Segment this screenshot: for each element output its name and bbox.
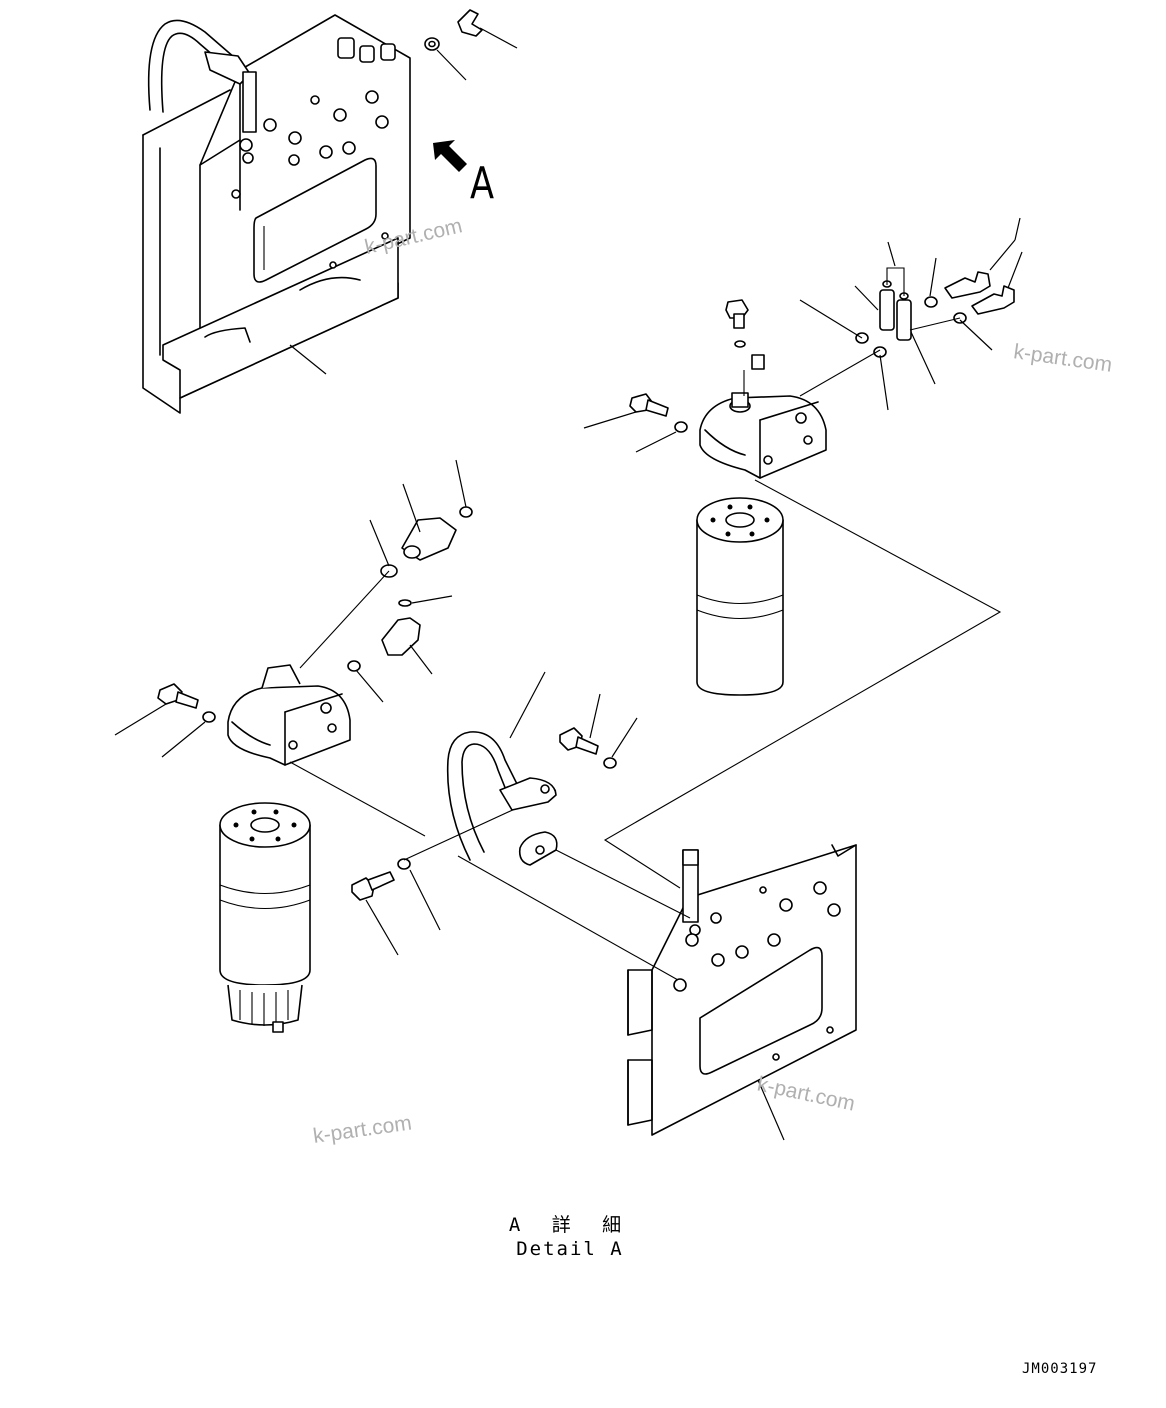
detail-caption-english: Detail A — [516, 1238, 624, 1260]
stud-nut-icon — [673, 881, 841, 1061]
bolt-icon — [583, 393, 688, 453]
drawing-code: JM003197 — [1022, 1361, 1098, 1377]
washer-icon — [799, 257, 993, 411]
bolt-icon — [944, 217, 1023, 315]
stud-nut-icon — [231, 90, 389, 269]
view-arrow-icon — [433, 140, 467, 172]
fuel-filter-head-upper — [583, 217, 1023, 479]
fuel-filter-cartridge-lower — [219, 802, 311, 1033]
fuel-filter-head-lower — [114, 459, 473, 766]
assembly-connection-lines — [289, 479, 1002, 981]
plug-icon — [725, 299, 765, 396]
detail-a-bracket-plate — [627, 844, 857, 1141]
wing-bolt-icon — [457, 9, 518, 49]
grab-handle — [446, 671, 638, 866]
view-letter-label: A — [470, 158, 495, 209]
fuel-filter-cartridge-upper — [696, 497, 784, 696]
washer-icon — [424, 37, 467, 81]
filter-bracket-assembly — [142, 9, 518, 414]
bolt-icon — [351, 789, 557, 956]
bolt-icon — [559, 693, 638, 769]
elbow-fitting-icon — [347, 595, 453, 703]
bolt-icon — [114, 683, 216, 758]
sensor-fitting-icon — [369, 459, 473, 578]
detail-caption-japanese: A 詳 細 — [508, 1214, 632, 1236]
fitting-adapter-icon — [854, 241, 936, 385]
